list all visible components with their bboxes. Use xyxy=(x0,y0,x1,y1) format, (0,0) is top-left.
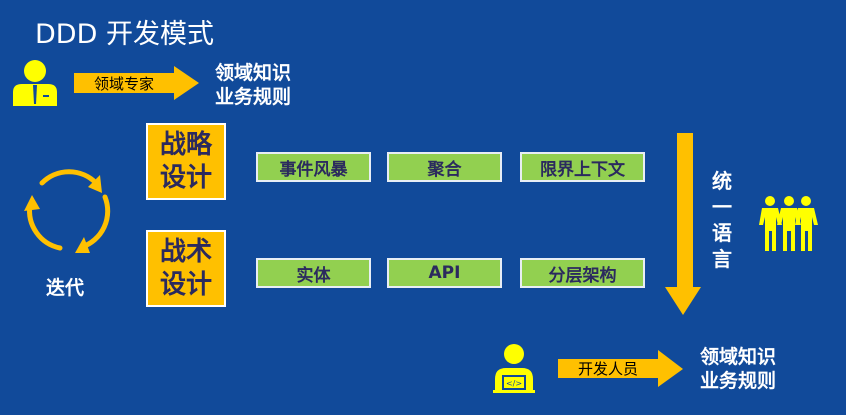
tactical-design-box: 战术设计 xyxy=(146,230,226,307)
tactical-label-line2: 设计 xyxy=(159,269,212,300)
expert-arrow-label: 领域专家 xyxy=(93,74,154,93)
strategic-label-line2: 设计 xyxy=(159,162,212,193)
team-icon xyxy=(759,196,818,251)
developer-icon: </> xyxy=(493,344,535,393)
expert-knowledge: 领域知识 业务规则 xyxy=(215,61,291,109)
ul-char: 语 xyxy=(712,221,732,245)
expert-icon xyxy=(13,60,57,106)
tactical-item-layered-architecture: 分层架构 xyxy=(520,258,645,288)
rules-line: 业务规则 xyxy=(215,86,292,108)
developer-arrow xyxy=(558,350,683,387)
developer-arrow-label: 开发人员 xyxy=(577,360,638,378)
expert-arrow xyxy=(74,66,199,100)
ubiquitous-language: 统 一 语 言 xyxy=(707,168,737,272)
strategic-label-line1: 战略 xyxy=(159,129,212,160)
tactical-item-api: API xyxy=(387,258,502,288)
down-arrow xyxy=(665,133,701,315)
ul-char: 统 xyxy=(712,169,732,193)
developer-knowledge: 领域知识 业务规则 xyxy=(700,345,776,393)
svg-text:</>: </> xyxy=(506,379,522,388)
knowledge-line: 领域知识 xyxy=(700,346,777,368)
knowledge-line: 领域知识 xyxy=(215,62,292,84)
rules-line: 业务规则 xyxy=(700,370,777,392)
iteration-label: 迭代 xyxy=(46,277,85,299)
strategic-item-aggregate: 聚合 xyxy=(387,152,502,182)
page-title: DDD 开发模式 xyxy=(35,19,214,50)
strategic-item-bounded-context: 限界上下文 xyxy=(520,152,645,182)
tactical-label-line1: 战术 xyxy=(159,236,212,267)
ul-char: 一 xyxy=(712,195,732,219)
strategic-item-event-storming: 事件风暴 xyxy=(256,152,371,182)
ul-char: 言 xyxy=(712,247,732,271)
cycle-icon xyxy=(24,169,111,253)
tactical-item-entity: 实体 xyxy=(256,258,371,288)
strategic-design-box: 战略设计 xyxy=(146,123,226,200)
